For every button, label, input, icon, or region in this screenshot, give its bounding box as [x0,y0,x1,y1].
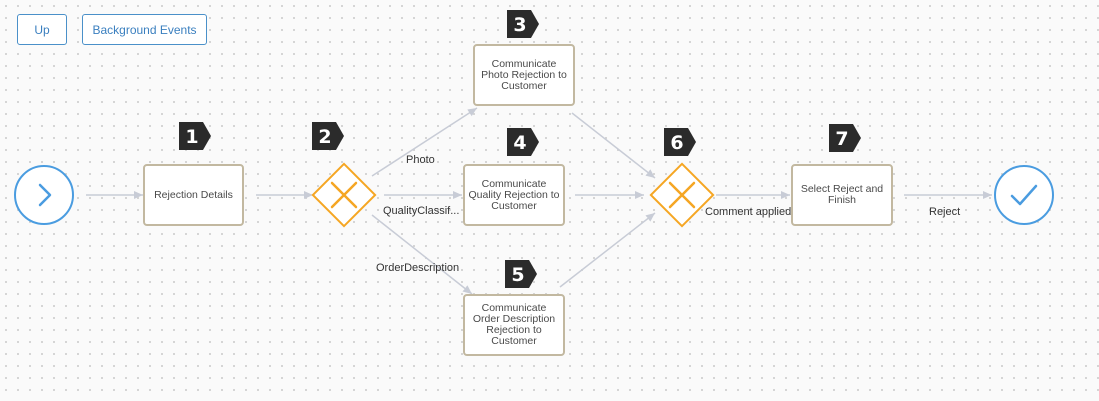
step-badge-7: 7 [829,124,861,152]
flow-order-to-gateway6[interactable] [559,212,656,288]
gateway-6[interactable] [649,162,715,228]
flow-gateway-to-photo[interactable] [371,107,478,177]
step-badge-1: 1 [179,122,211,150]
step-badge-3: 3 [507,10,539,38]
end-event[interactable] [994,165,1054,225]
flow-gateway-to-order[interactable] [371,214,473,295]
exclusive-gateway-x-icon [668,181,696,209]
task-rejection-details[interactable]: Rejection Details [143,164,244,226]
step-badge-4: 4 [507,128,539,156]
step-badge-number: 3 [513,14,526,36]
step-badge-number: 7 [835,128,848,150]
task-communicate-quality-rejection[interactable]: Communicate Quality Rejection to Custome… [463,164,565,226]
exclusive-gateway-x-icon [330,181,358,209]
flow-label-photo: Photo [406,154,435,166]
task-communicate-order-description-rejection[interactable]: Communicate Order Description Rejection … [463,294,565,356]
up-button[interactable]: Up [17,14,67,45]
background-events-button[interactable]: Background Events [82,14,207,45]
task-communicate-photo-rejection[interactable]: Communicate Photo Rejection to Customer [473,44,575,106]
flow-label-comment-applied: Comment applied [705,206,792,218]
flow-photo-to-gateway6[interactable] [571,112,656,179]
task-select-reject-and-finish[interactable]: Select Reject and Finish [791,164,893,226]
flow-label-reject: Reject [929,206,961,218]
step-badge-2: 2 [312,122,344,150]
start-event[interactable] [14,165,74,225]
flow-label-order-description: OrderDescription [376,262,460,274]
sequence-flows [86,107,992,295]
gateway-2[interactable] [311,162,377,228]
step-badge-5: 5 [505,260,537,288]
step-badge-6: 6 [664,128,696,156]
step-badge-number: 4 [513,132,526,154]
step-badge-number: 2 [318,126,331,148]
chevron-right-icon [38,183,52,207]
flow-label-quality: QualityClassif... [383,205,460,217]
checkmark-icon [1010,184,1038,206]
step-badge-number: 1 [185,126,198,148]
step-badge-number: 5 [511,264,524,286]
step-badge-number: 6 [670,132,683,154]
